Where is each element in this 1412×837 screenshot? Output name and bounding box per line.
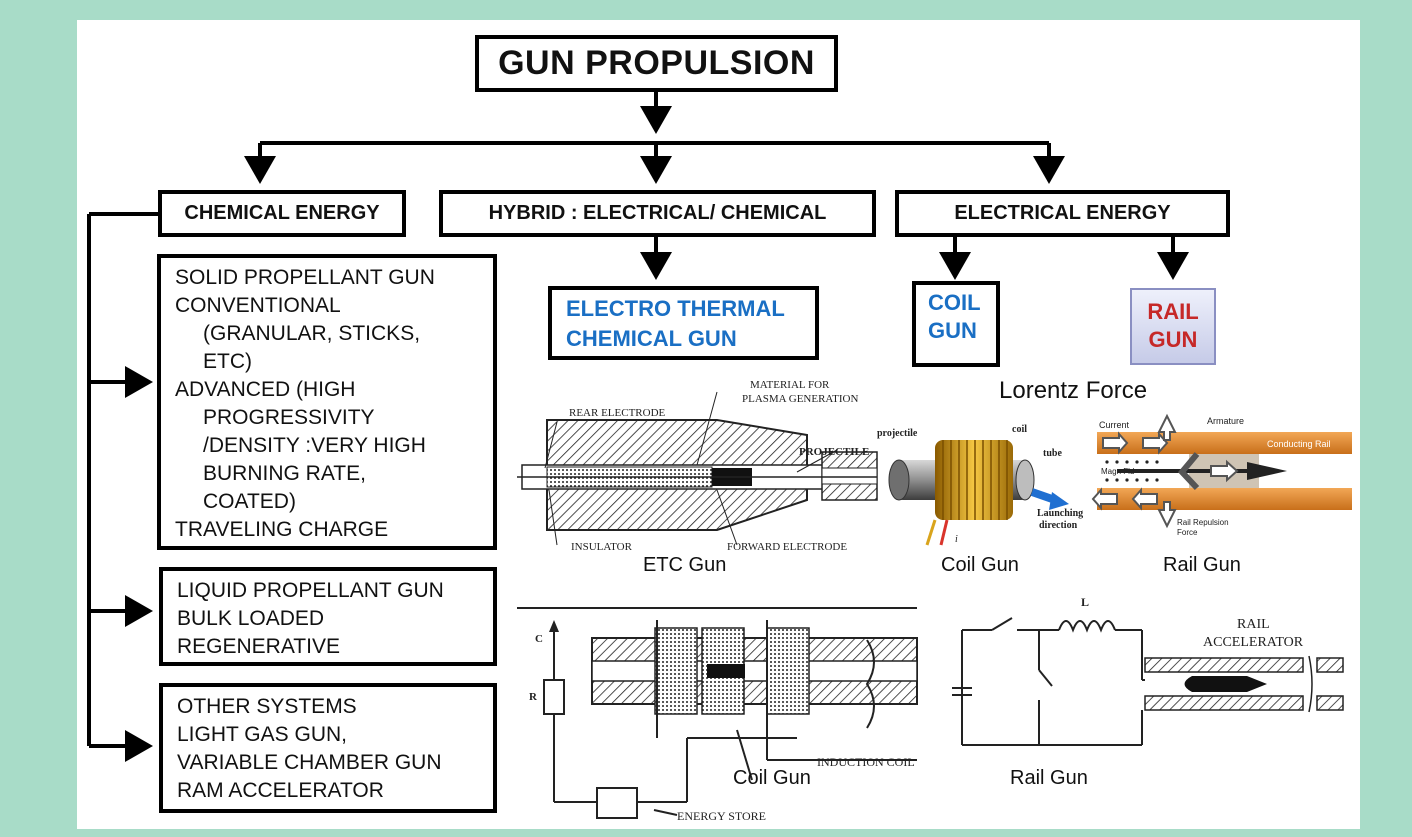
diagram-canvas: REAR ELECTRODE MATERIAL FOR PLASMA GENER…	[87, 90, 1352, 823]
etc-label-material-1: MATERIAL FOR	[750, 379, 830, 391]
liquid-line: LIQUID PROPELLANT GUN	[177, 579, 444, 602]
etc-label-forward: FORWARD ELECTRODE	[727, 541, 847, 553]
chemical-energy-box: CHEMICAL ENERGY	[158, 190, 406, 237]
solid-line: ETC)	[203, 350, 252, 373]
coil-photo-label-tube: tube	[1043, 448, 1062, 459]
other-line: OTHER SYSTEMS	[177, 695, 357, 718]
etc-gun-line-1: ELECTRO THERMAL	[566, 296, 785, 321]
solid-line: BURNING RATE,	[203, 462, 366, 485]
coil-schematic-label-energy: ENERGY STORE	[677, 809, 766, 823]
rail-gun-line-1: RAIL	[1147, 299, 1199, 324]
rail-gun-schematic	[952, 617, 1344, 746]
liquid-line: BULK LOADED	[177, 607, 325, 630]
coil-photo-label-i: i	[955, 534, 958, 545]
other-systems-box: OTHER SYSTEMS LIGHT GAS GUN, VARIABLE CH…	[159, 683, 497, 813]
etc-gun-box: ELECTRO THERMAL CHEMICAL GUN	[548, 286, 819, 360]
rail-photo-label-armature: Armature	[1207, 416, 1244, 426]
rail-schematic-label-accelerator: ACCELERATOR	[1203, 635, 1304, 650]
rail-gun-illustration	[1091, 413, 1352, 529]
coil-gun-illustration	[888, 440, 1069, 546]
electrical-energy-box: ELECTRICAL ENERGY	[895, 190, 1230, 237]
rail-photo-label-repulsion-2: Force	[1177, 528, 1198, 537]
liquid-line: REGENERATIVE	[177, 635, 340, 658]
solid-line: CONVENTIONAL	[175, 294, 341, 317]
other-line: RAM ACCELERATOR	[177, 779, 384, 802]
rail-schematic-label-rail: RAIL	[1237, 617, 1270, 632]
solid-line: (GRANULAR, STICKS,	[203, 322, 421, 345]
coil-gun-line-1: COIL	[928, 290, 981, 315]
coil-photo-label-launch-2: direction	[1039, 520, 1078, 531]
coil-schematic-label-r: R	[529, 691, 538, 703]
other-line: LIGHT GAS GUN,	[177, 723, 347, 746]
coil-gun-caption-bottom: Coil Gun	[733, 767, 811, 789]
liquid-propellant-box: LIQUID PROPELLANT GUN BULK LOADED REGENE…	[159, 567, 497, 666]
etc-label-rear: REAR ELECTRODE	[569, 407, 666, 419]
rail-gun-caption-bottom: Rail Gun	[1010, 767, 1088, 789]
coil-photo-label-coil: coil	[1012, 424, 1027, 435]
coil-gun-line-2: GUN	[928, 318, 977, 343]
coil-photo-label-projectile: projectile	[877, 428, 918, 439]
etc-gun-line-2: CHEMICAL GUN	[566, 326, 737, 351]
rail-gun-line-2: GUN	[1148, 327, 1198, 352]
coil-gun-caption-top: Coil Gun	[941, 554, 1019, 576]
coil-photo-label-launch-1: Launching	[1037, 508, 1083, 519]
rail-gun-box: RAIL GUN	[1130, 288, 1216, 365]
etc-gun-figure	[517, 391, 878, 546]
gun-propulsion-title: GUN PROPULSION	[475, 35, 838, 92]
connector-lines	[87, 90, 1189, 762]
rail-photo-label-current: Current	[1099, 420, 1130, 430]
etc-label-projectile: PROJECTILE	[799, 446, 869, 458]
solid-line: ADVANCED (HIGH	[175, 378, 356, 401]
etc-label-insulator: INSULATOR	[571, 541, 633, 553]
coil-schematic-label-induction: INDUCTION COIL	[817, 755, 915, 769]
hybrid-box: HYBRID : ELECTRICAL/ CHEMICAL	[439, 190, 876, 237]
rail-photo-label-field: Magn Fld	[1101, 467, 1134, 476]
rail-gun-caption-top: Rail Gun	[1163, 554, 1241, 576]
solid-line: PROGRESSIVITY	[203, 406, 375, 429]
lorentz-force-label: Lorentz Force	[999, 377, 1148, 404]
solid-line: SOLID PROPELLANT GUN	[175, 266, 435, 289]
etc-gun-caption: ETC Gun	[643, 554, 727, 576]
rail-photo-label-repulsion-1: Rail Repulsion	[1177, 518, 1229, 527]
coil-gun-box: COIL GUN	[912, 281, 1000, 367]
rail-schematic-label-l: L	[1081, 595, 1089, 609]
etc-label-material-2: PLASMA GENERATION	[742, 393, 858, 405]
rail-photo-label-rail: Conducting Rail	[1267, 439, 1331, 449]
solid-line: /DENSITY :VERY HIGH	[203, 434, 426, 457]
coil-gun-schematic	[517, 607, 918, 819]
coil-schematic-label-c: C	[535, 633, 543, 645]
other-line: VARIABLE CHAMBER GUN	[177, 751, 442, 774]
solid-line: TRAVELING CHARGE	[175, 518, 389, 541]
solid-propellant-box: SOLID PROPELLANT GUN CONVENTIONAL (GRANU…	[157, 254, 497, 550]
solid-line: COATED)	[203, 490, 296, 513]
diagram-panel: REAR ELECTRODE MATERIAL FOR PLASMA GENER…	[77, 20, 1360, 829]
